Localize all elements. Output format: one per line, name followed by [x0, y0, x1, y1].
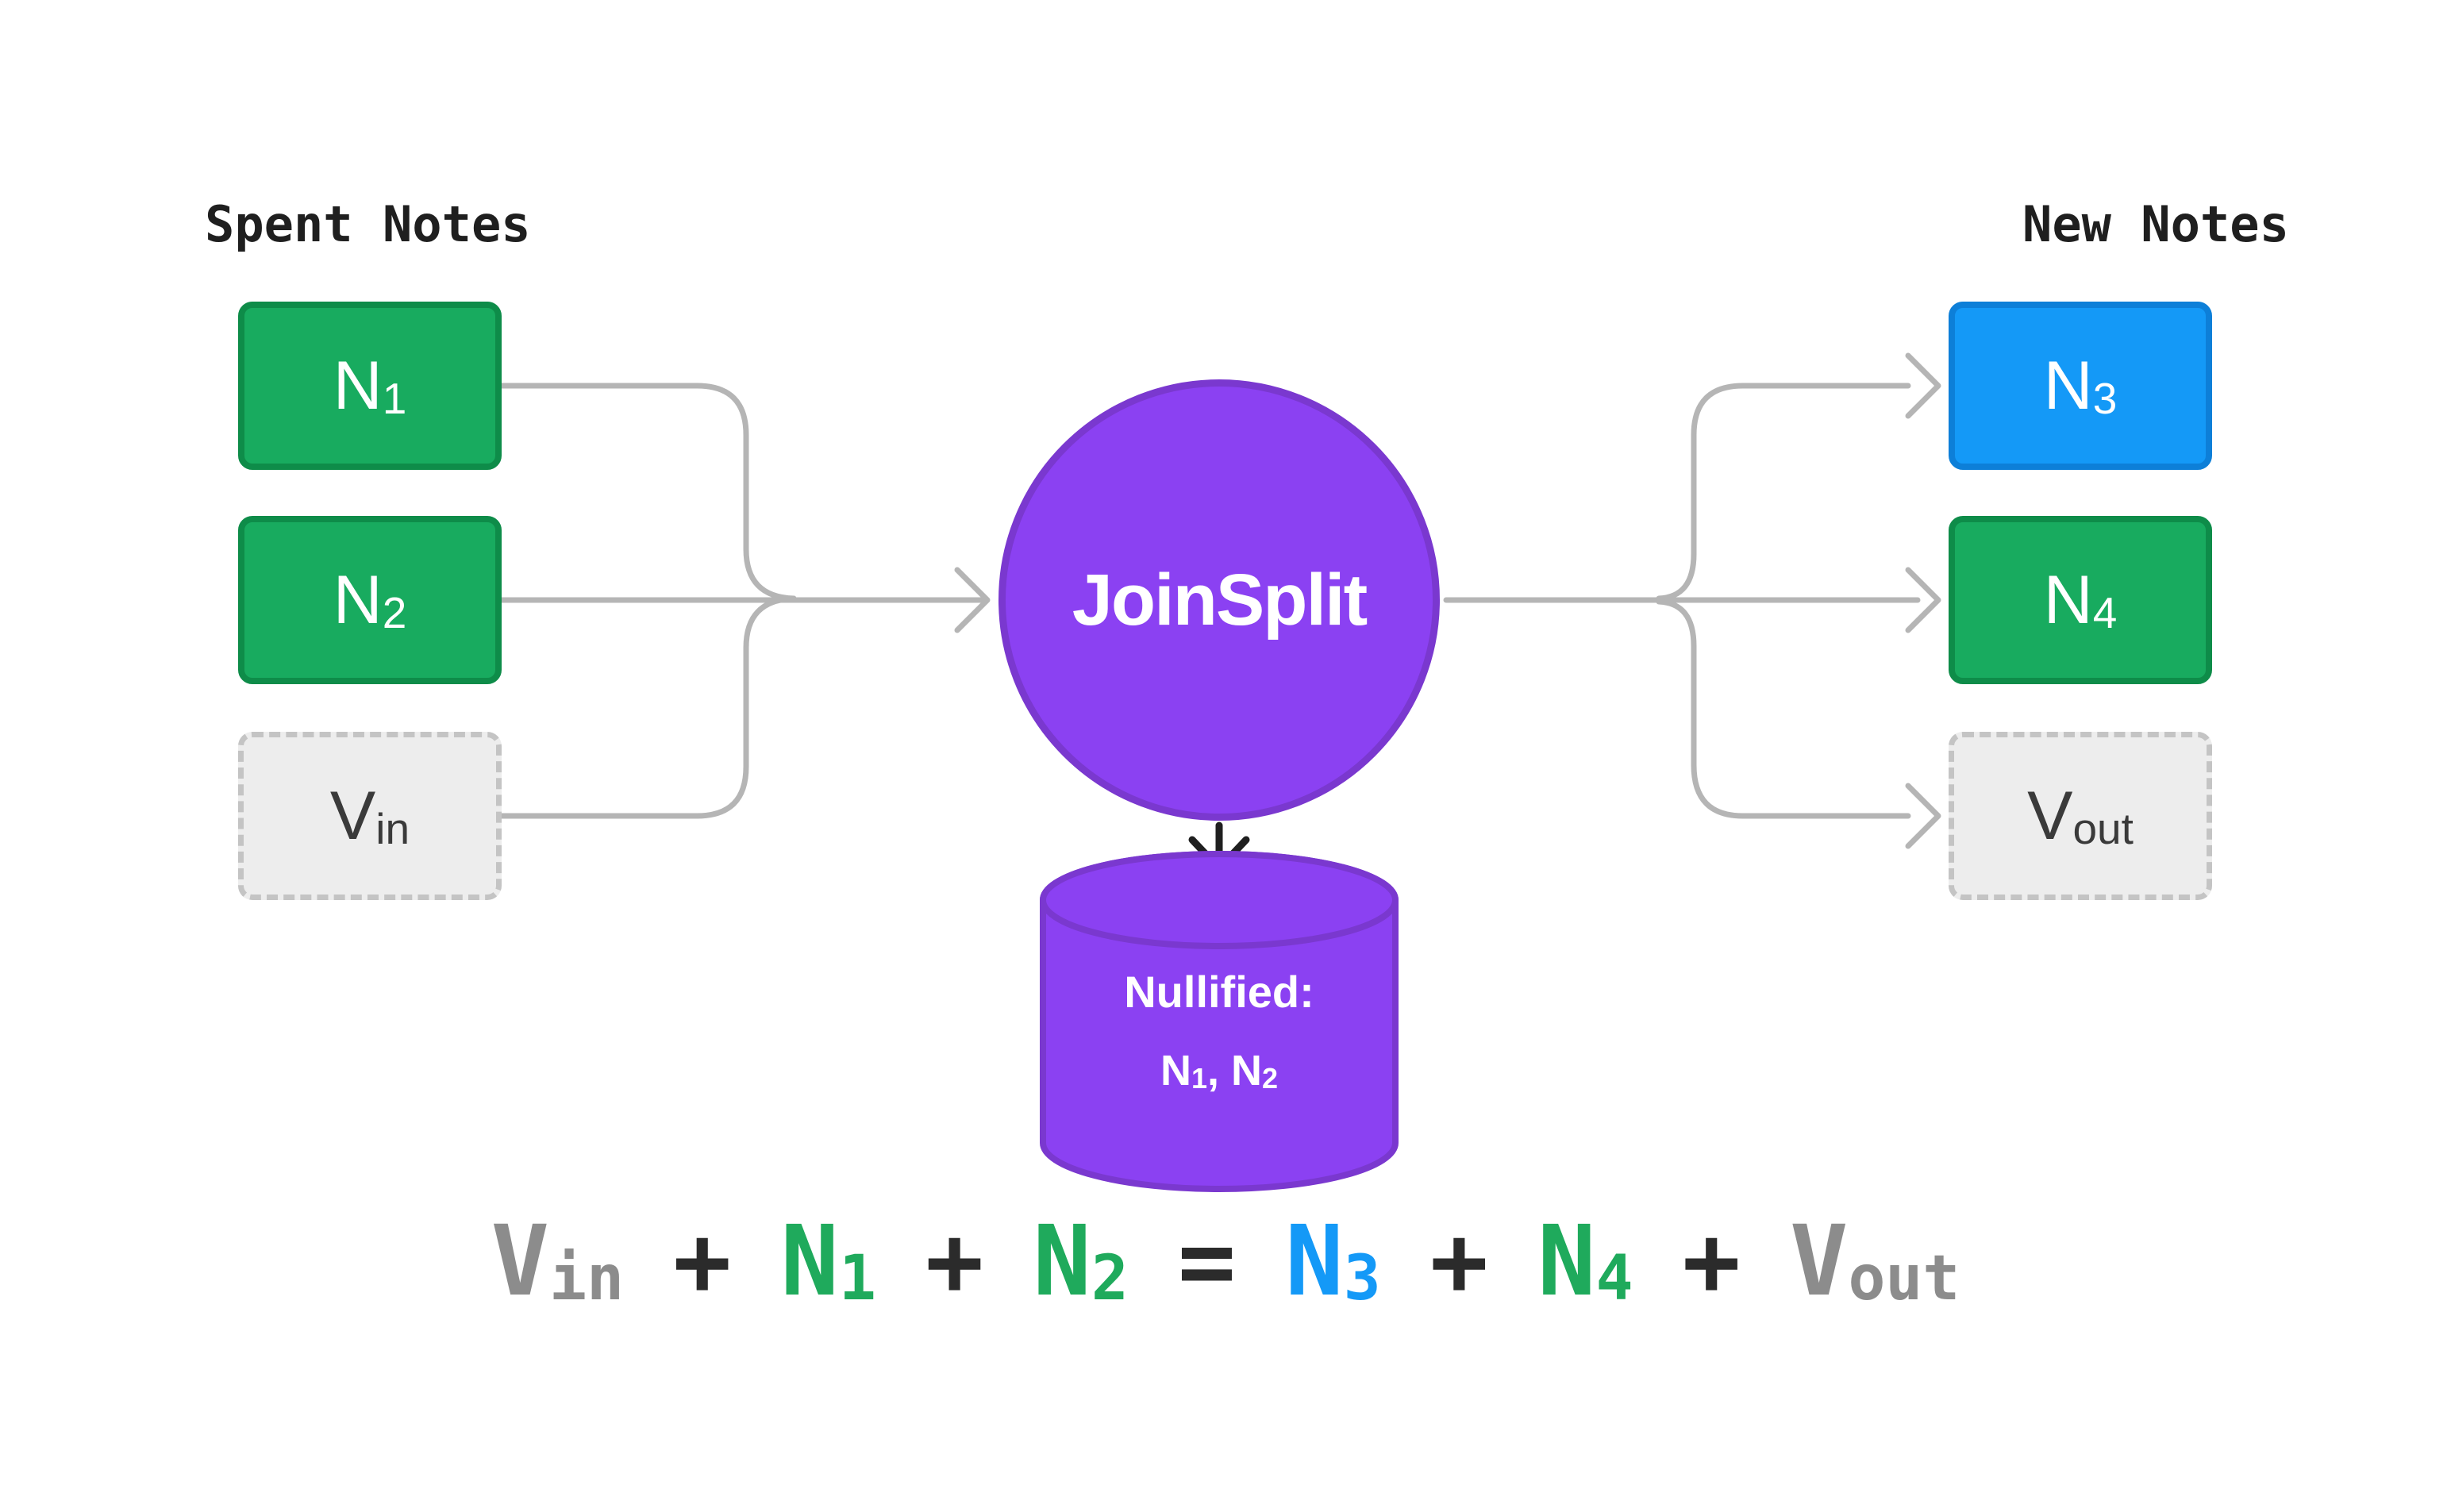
nullified-item-sub: 2: [1262, 1062, 1279, 1095]
joinsplit-label: JoinSplit: [1072, 559, 1368, 641]
value-label-vout: Vout: [2027, 782, 2134, 853]
note-label-sub: 3: [2092, 374, 2118, 423]
arrowhead-into-vout: [1905, 783, 1941, 849]
connector-junction-to-n3: [1656, 383, 1911, 602]
nullified-items: N1, N2: [1043, 1047, 1395, 1095]
note-label-main: N: [2043, 348, 2093, 424]
equation-main: +: [1682, 1205, 1741, 1318]
equation-token-plus: +: [1430, 1213, 1488, 1310]
equation-main: N: [780, 1205, 839, 1318]
nullified-item-main: N: [1231, 1047, 1262, 1095]
equation-sub: in: [549, 1243, 625, 1314]
equation-main: +: [673, 1205, 732, 1318]
new-notes-header: New Notes: [2022, 195, 2289, 253]
equation-main: V: [491, 1205, 550, 1318]
equation-sub: 2: [1091, 1243, 1129, 1314]
nullified-item-sub: 1: [1191, 1062, 1207, 1095]
note-label-n1: N1: [333, 352, 407, 423]
value-label-sub: in: [375, 804, 410, 853]
equation-main: =: [1177, 1205, 1237, 1318]
equation-token-equals: =: [1178, 1213, 1236, 1310]
value-label-main: V: [329, 778, 376, 854]
note-label-main: N: [2043, 562, 2093, 638]
equation-main: +: [1429, 1205, 1489, 1318]
equation-main: V: [1789, 1205, 1849, 1318]
arrowhead-into-n4: [1905, 567, 1941, 633]
equation-main: N: [1285, 1205, 1344, 1318]
nullified-item-main: N: [1160, 1047, 1191, 1095]
joinsplit-circle: JoinSplit: [998, 379, 1440, 821]
connector-n1-to-junction: [498, 383, 797, 602]
equation-main: +: [925, 1205, 984, 1318]
value-label-vin: Vin: [330, 782, 410, 853]
note-box-n1: N1: [238, 302, 502, 470]
arrowhead-into-n3: [1905, 352, 1941, 419]
note-box-n3: N3: [1949, 302, 2212, 470]
equation-token-plus: +: [925, 1213, 983, 1310]
value-box-vout: Vout: [1949, 732, 2212, 900]
note-label-main: N: [333, 348, 383, 424]
value-box-vin: Vin: [238, 732, 502, 900]
note-label-n2: N2: [333, 566, 407, 637]
spent-notes-header: Spent Notes: [205, 195, 531, 253]
note-label-sub: 1: [382, 374, 407, 423]
equation-main: N: [1033, 1205, 1091, 1318]
equation-token-plus: +: [673, 1213, 731, 1310]
arrowhead-into-circle: [954, 567, 991, 633]
connector-junction-to-vout: [1656, 598, 1911, 819]
note-box-n4: N4: [1949, 516, 2212, 684]
equation-token-plus: +: [1683, 1213, 1741, 1310]
value-label-sub: out: [2072, 804, 2134, 853]
nullified-separator: ,: [1206, 1047, 1231, 1095]
equation-main: N: [1537, 1205, 1596, 1318]
note-label-sub: 2: [382, 588, 407, 637]
equation-sub: out: [1848, 1243, 1960, 1314]
note-label-main: N: [333, 562, 383, 638]
equation-sub: 1: [838, 1243, 876, 1314]
nullified-title: Nullified:: [1124, 967, 1314, 1017]
equation-sub: 3: [1343, 1243, 1381, 1314]
note-label-sub: 4: [2092, 588, 2118, 637]
nullifier-cylinder-top: [1040, 851, 1399, 949]
connector-vin-to-junction: [498, 595, 797, 819]
note-box-n2: N2: [238, 516, 502, 684]
note-label-n4: N4: [2044, 566, 2118, 637]
value-label-main: V: [2027, 778, 2073, 854]
note-label-n3: N3: [2044, 352, 2118, 423]
equation-sub: 4: [1595, 1243, 1633, 1314]
